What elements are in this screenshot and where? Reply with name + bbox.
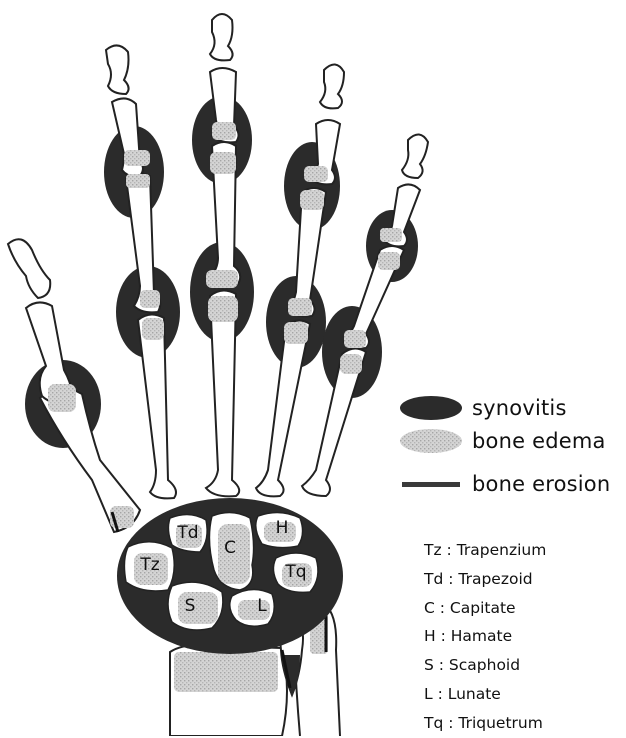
key-item-c: C : Capitate [424, 594, 546, 623]
carpal-label-h: H [276, 518, 289, 538]
key-item-h: H : Hamate [424, 622, 546, 651]
legend-bone-edema-label: bone edema [472, 429, 606, 453]
key-item-s: S : Scaphoid [424, 651, 546, 680]
thumb-distal-phalanx [8, 239, 50, 298]
index-finger [104, 45, 180, 498]
thumb [8, 239, 140, 532]
carpal-label-l: L [257, 596, 267, 616]
middle-finger [190, 14, 254, 496]
key-item-l: L : Lunate [424, 680, 546, 709]
carpal-label-tz: Tz [139, 555, 159, 575]
legend-bone-erosion: bone erosion [472, 469, 610, 499]
little-distal-phalanx [402, 134, 428, 178]
key-item-tq: Tq : Triquetrum [424, 709, 546, 738]
legend-bone-erosion-label: bone erosion [472, 472, 610, 496]
legend-bone-edema-swatch [400, 429, 462, 453]
key-item-tz: Tz : Trapenzium [424, 536, 546, 565]
ring-metacarpal [256, 320, 310, 496]
legend-bone-edema: bone edema [472, 426, 606, 456]
legend-synovitis: synovitis [472, 393, 567, 423]
legend-bone-erosion-swatch [402, 482, 460, 487]
carpal-label-td: Td [176, 523, 198, 543]
middle-distal-phalanx [210, 14, 233, 60]
abbreviation-key: Tz : Trapenzium Td : Trapezoid C : Capit… [424, 536, 546, 738]
index-distal-phalanx [106, 45, 129, 94]
ring-distal-phalanx [320, 64, 344, 108]
carpal-label-c: C [224, 538, 236, 558]
key-item-td: Td : Trapezoid [424, 565, 546, 594]
legend-synovitis-swatch [400, 396, 462, 420]
legend-synovitis-label: synovitis [472, 396, 567, 420]
carpal-label-s: S [185, 596, 196, 616]
carpal-label-tq: Tq [284, 562, 306, 582]
